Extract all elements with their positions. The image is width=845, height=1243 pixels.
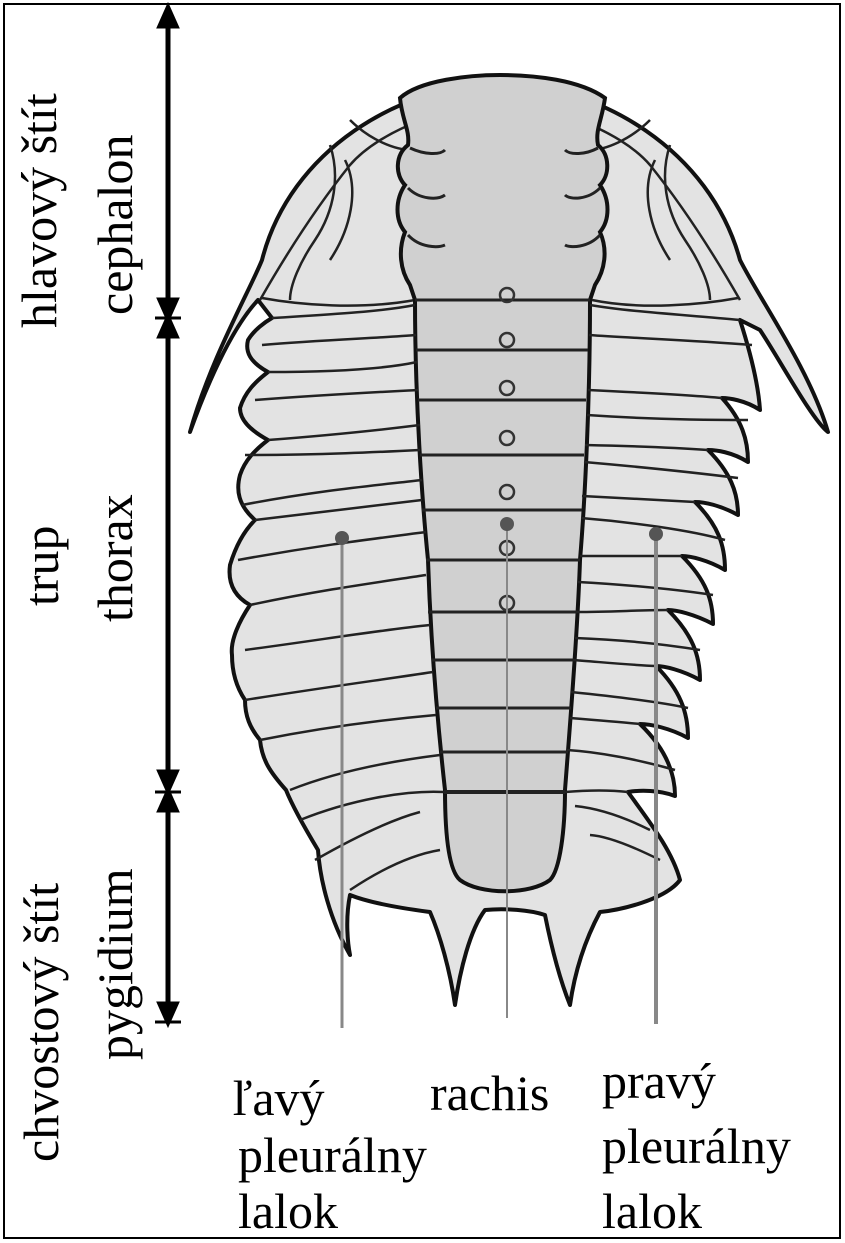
label-left-line-3: lalok (238, 1183, 338, 1239)
region-arrows (155, 8, 181, 1022)
label-right-line-3: lalok (602, 1183, 702, 1239)
label-thorax-latin: thorax (87, 494, 143, 622)
label-pygidium-sk: chvostový štít (13, 883, 69, 1162)
label-left-line-1: ľavý (232, 1070, 325, 1126)
label-thorax-sk: trup (13, 525, 69, 606)
label-cephalon-sk: hlavový štít (11, 93, 67, 328)
label-pygidium-latin: pygidium (87, 868, 143, 1060)
label-cephalon-latin: cephalon (87, 135, 143, 315)
pointer-rachis-dot (500, 517, 514, 531)
label-left-line-2: pleurálny (238, 1127, 427, 1183)
label-rachis: rachis (430, 1065, 549, 1121)
region-labels: hlavový štít cephalon trup thorax chvost… (11, 93, 143, 1162)
bottom-labels: ľavý pleurálny lalok rachis pravý pleurá… (232, 1053, 791, 1239)
pointer-right-dot (649, 527, 663, 541)
label-right-line-2: pleurálny (602, 1118, 791, 1174)
trilobite-body (190, 75, 828, 1005)
pointer-left-dot (335, 531, 349, 545)
label-right-line-1: pravý (602, 1053, 716, 1109)
